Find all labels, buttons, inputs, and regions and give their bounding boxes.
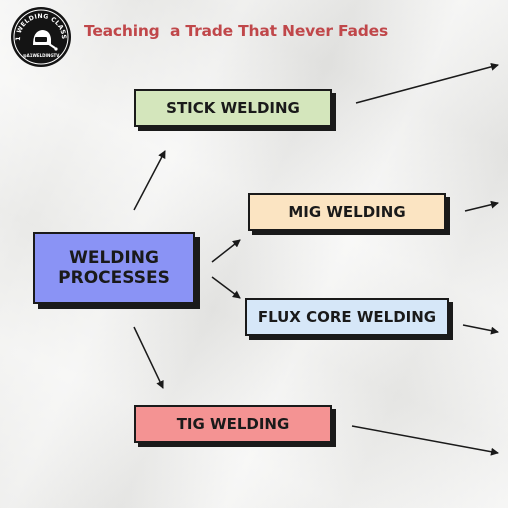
center-line-2: PROCESSES bbox=[58, 268, 170, 288]
tig-welding-node: TIG WELDING bbox=[134, 405, 332, 443]
arrow-to-stick bbox=[133, 150, 166, 211]
stick-welding-node: STICK WELDING bbox=[134, 89, 332, 127]
arrow-to-tig bbox=[133, 326, 164, 389]
arrow-to-flux bbox=[211, 276, 241, 299]
arrow-from-flux bbox=[462, 324, 499, 335]
center-line-1: WELDING bbox=[69, 248, 159, 268]
flux-core-welding-node: FLUX CORE WELDING bbox=[245, 298, 449, 336]
welding-processes-node: WELDING PROCESSES bbox=[33, 232, 195, 304]
arrow-from-tig bbox=[351, 425, 499, 456]
arrow-to-mig bbox=[211, 239, 241, 263]
a1-welding-classes-logo: A-1 WELDING CLASSES @A1WELDINGTV bbox=[11, 7, 71, 67]
mig-welding-node: MIG WELDING bbox=[248, 193, 446, 231]
tagline: Teaching a Trade That Never Fades bbox=[84, 22, 388, 40]
arrow-from-mig bbox=[464, 200, 499, 212]
arrow-from-stick bbox=[355, 62, 499, 104]
logo-handle: @A1WELDINGTV bbox=[23, 53, 61, 58]
